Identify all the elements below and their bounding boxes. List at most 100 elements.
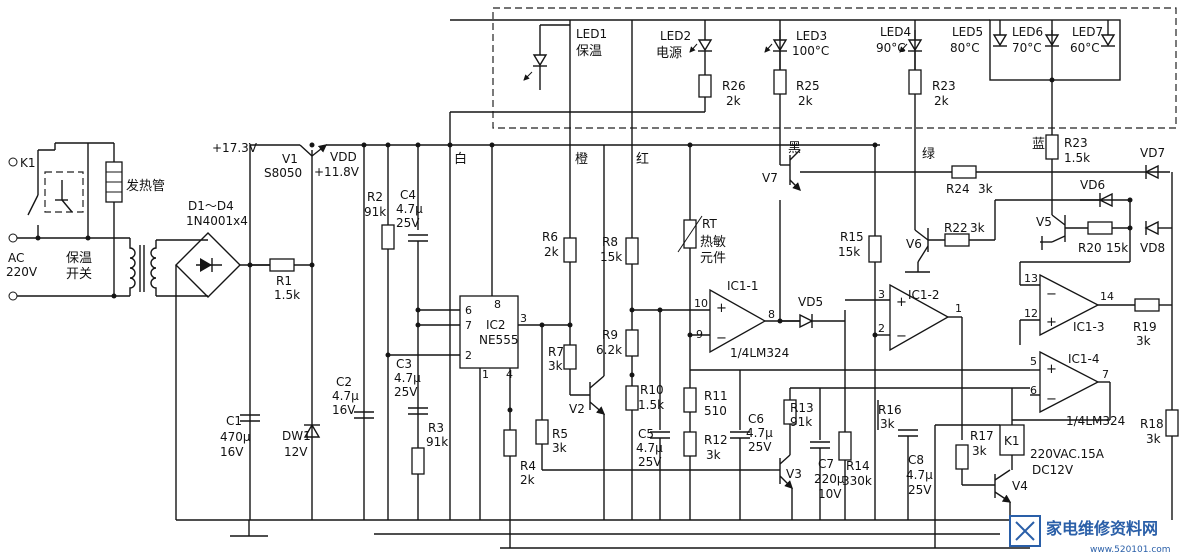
- label-r23b-value: 1.5k: [1064, 151, 1090, 165]
- label-r7-value: 3k: [548, 359, 563, 373]
- ic1-3-ic1-4: − + + −: [1012, 172, 1179, 520]
- label-ac: AC: [8, 251, 24, 265]
- vd5-diode: [777, 313, 845, 329]
- label-r11: R11: [704, 389, 728, 403]
- pin-13: 13: [1024, 272, 1038, 285]
- label-c3-voltage: 25V: [394, 385, 418, 399]
- label-c8-value: 4.7μ: [906, 468, 933, 482]
- label-k1: K1: [20, 156, 36, 170]
- label-led7-text: 60°C: [1070, 41, 1100, 55]
- label-r6: R6: [542, 230, 558, 244]
- label-led7: LED7: [1072, 25, 1103, 39]
- label-c1-value: 470μ: [220, 430, 251, 444]
- label-v1: V1: [282, 152, 298, 166]
- label-r4: R4: [520, 459, 536, 473]
- r4-r5: [503, 325, 770, 548]
- label-c1-voltage: 16V: [220, 445, 244, 459]
- label-r16-value: 3k: [880, 417, 895, 431]
- label-r18-value: 3k: [1146, 432, 1161, 446]
- label-c7: C7: [818, 457, 834, 471]
- label-r16: R16: [878, 403, 902, 417]
- label-r13-value: 91k: [790, 415, 812, 429]
- label-r25: R25: [796, 79, 820, 93]
- label-bridge-part: 1N4001x4: [186, 214, 248, 228]
- label-lm324-a: 1/4LM324: [730, 346, 789, 360]
- label-c6: C6: [748, 412, 764, 426]
- label-c4: C4: [400, 188, 416, 202]
- pin-7b: 7: [1102, 368, 1109, 381]
- pin-1b: 1: [955, 302, 962, 315]
- pin-2b: 2: [878, 322, 885, 335]
- label-ic1-2: IC1-2: [908, 288, 940, 302]
- wire-black: 黑: [788, 141, 801, 156]
- svg-text:+: +: [896, 295, 907, 310]
- ic2-ne555: [447, 142, 570, 520]
- v7-transistor: [773, 30, 1170, 321]
- label-led1: LED1: [576, 27, 607, 41]
- label-r20: R20: [1078, 241, 1102, 255]
- label-c5: C5: [638, 427, 654, 441]
- c6-r13-v3: [690, 310, 1030, 520]
- label-relay-rating: 220VAC.15A: [1030, 447, 1105, 461]
- ic1-2-opamp: + −: [845, 142, 963, 520]
- svg-text:+: +: [1046, 362, 1057, 377]
- pin-9: 9: [696, 328, 703, 341]
- label-v7: V7: [762, 171, 778, 185]
- pin-7: 7: [465, 319, 472, 332]
- power-supply: [240, 142, 880, 520]
- label-r4-value: 2k: [520, 473, 535, 487]
- label-r23: R23: [932, 79, 956, 93]
- label-vd6: VD6: [1080, 178, 1105, 192]
- label-r3-value: 91k: [426, 435, 448, 449]
- label-v173: +17.3V: [212, 141, 258, 155]
- svg-text:−: −: [1046, 287, 1057, 302]
- bridge-rectifier: [175, 232, 270, 520]
- label-v5: V5: [1036, 215, 1052, 229]
- label-c7-value: 220μ: [814, 472, 845, 486]
- transformer: [129, 238, 208, 297]
- label-c5-value: 4.7μ: [636, 441, 663, 455]
- label-r22: R22: [944, 221, 968, 235]
- label-sw1: 保温: [66, 251, 92, 266]
- wire-red: 红: [636, 151, 649, 167]
- label-c7-voltage: 10V: [818, 487, 842, 501]
- label-dw1: DW1: [282, 429, 311, 443]
- label-r24-value: 3k: [978, 182, 993, 196]
- label-r15-value: 15k: [838, 245, 860, 259]
- label-r13: R13: [790, 401, 814, 415]
- label-c1: C1: [226, 414, 242, 428]
- label-c3-value: 4.7μ: [394, 371, 421, 385]
- label-rt: RT: [702, 217, 717, 231]
- label-r2-value: 91k: [364, 205, 386, 219]
- label-led6: LED6: [1012, 25, 1043, 39]
- label-r1-value: 1.5k: [274, 288, 300, 302]
- pin-6: 6: [465, 304, 472, 317]
- label-r24: R24: [946, 182, 970, 196]
- label-v1-part: S8050: [264, 166, 302, 180]
- pin-3b: 3: [878, 288, 885, 301]
- label-rt-2: 元件: [700, 251, 726, 266]
- label-r5-value: 3k: [552, 441, 567, 455]
- label-r25-value: 2k: [798, 94, 813, 108]
- label-c4-value: 4.7μ: [396, 202, 423, 216]
- label-k1-relay: K1: [1004, 434, 1020, 448]
- label-ic1-1: IC1-1: [727, 279, 759, 293]
- svg-text:−: −: [896, 329, 907, 344]
- label-r17-value: 3k: [972, 444, 987, 458]
- label-led2-text: 电源: [656, 46, 682, 61]
- component-labels: K1 AC 220V 发热管 保温 开关 D1～D4 1N4001x4 +17.…: [6, 25, 1165, 501]
- label-c5-voltage: 25V: [638, 455, 662, 469]
- wire-white: 白: [454, 151, 467, 167]
- label-bridge: D1～D4: [188, 199, 234, 213]
- label-led4-text: 90°C: [876, 41, 906, 55]
- label-v118: +11.8V: [314, 165, 360, 179]
- pin-12: 12: [1024, 307, 1038, 320]
- label-vd5: VD5: [798, 295, 823, 309]
- label-c8-voltage: 25V: [908, 483, 932, 497]
- label-r17: R17: [970, 429, 994, 443]
- pin-3: 3: [520, 312, 527, 325]
- wire-orange: 橙: [575, 152, 588, 167]
- label-r10: R10: [640, 383, 664, 397]
- label-v3: V3: [786, 467, 802, 481]
